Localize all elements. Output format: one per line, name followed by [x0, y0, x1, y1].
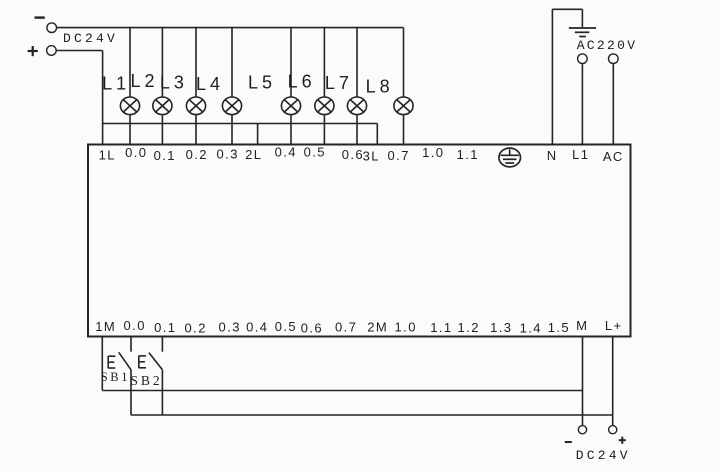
svg-text:L1: L1 — [572, 147, 589, 162]
svg-text:1.0: 1.0 — [422, 145, 444, 160]
svg-text:0.1: 0.1 — [154, 320, 176, 335]
svg-text:1.3: 1.3 — [490, 320, 512, 335]
svg-text:0.2: 0.2 — [185, 321, 207, 336]
svg-text:L4: L4 — [196, 74, 224, 94]
svg-text:3L: 3L — [363, 149, 380, 164]
svg-text:L3: L3 — [160, 73, 188, 93]
svg-text:0.7: 0.7 — [388, 148, 410, 163]
svg-text:L1: L1 — [102, 73, 130, 93]
svg-text:SB1: SB1 — [101, 370, 130, 384]
svg-text:0.5: 0.5 — [304, 145, 326, 160]
svg-text:1.4: 1.4 — [520, 321, 542, 336]
svg-text:1L: 1L — [99, 148, 116, 163]
svg-text:2L: 2L — [245, 147, 262, 162]
svg-text:L6: L6 — [288, 72, 316, 92]
svg-text:0.5: 0.5 — [275, 319, 297, 334]
svg-text:DC24V: DC24V — [63, 31, 118, 46]
svg-text:N: N — [547, 148, 558, 163]
svg-text:L+: L+ — [605, 318, 623, 333]
svg-text:0.0: 0.0 — [125, 145, 147, 160]
svg-text:SB2: SB2 — [130, 373, 162, 388]
svg-text:L2: L2 — [130, 71, 158, 91]
svg-text:0.0: 0.0 — [124, 318, 146, 333]
svg-text:0.7: 0.7 — [335, 320, 357, 335]
svg-text:0.1: 0.1 — [154, 148, 176, 163]
svg-text:DC24V: DC24V — [576, 448, 631, 463]
svg-text:2M: 2M — [367, 320, 388, 335]
svg-text:1.5: 1.5 — [548, 320, 570, 335]
svg-text:AC: AC — [603, 149, 624, 164]
svg-text:1.1: 1.1 — [457, 147, 479, 162]
svg-text:L5: L5 — [248, 73, 276, 93]
svg-text:L8: L8 — [366, 77, 394, 97]
svg-text:AC220V: AC220V — [577, 38, 638, 53]
svg-text:1.0: 1.0 — [395, 320, 417, 335]
svg-text:0.4: 0.4 — [246, 320, 268, 335]
svg-text:0.3: 0.3 — [217, 147, 239, 162]
svg-text:1.1: 1.1 — [430, 320, 452, 335]
svg-text:L7: L7 — [325, 73, 353, 93]
svg-text:0.3: 0.3 — [219, 320, 241, 335]
svg-text:0.4: 0.4 — [275, 145, 297, 160]
svg-text:0.6: 0.6 — [342, 147, 364, 162]
svg-text:1.2: 1.2 — [458, 320, 480, 335]
svg-text:1M: 1M — [95, 319, 116, 334]
svg-text:0.6: 0.6 — [301, 321, 323, 336]
svg-text:0.2: 0.2 — [186, 147, 208, 162]
svg-text:M: M — [576, 318, 588, 333]
